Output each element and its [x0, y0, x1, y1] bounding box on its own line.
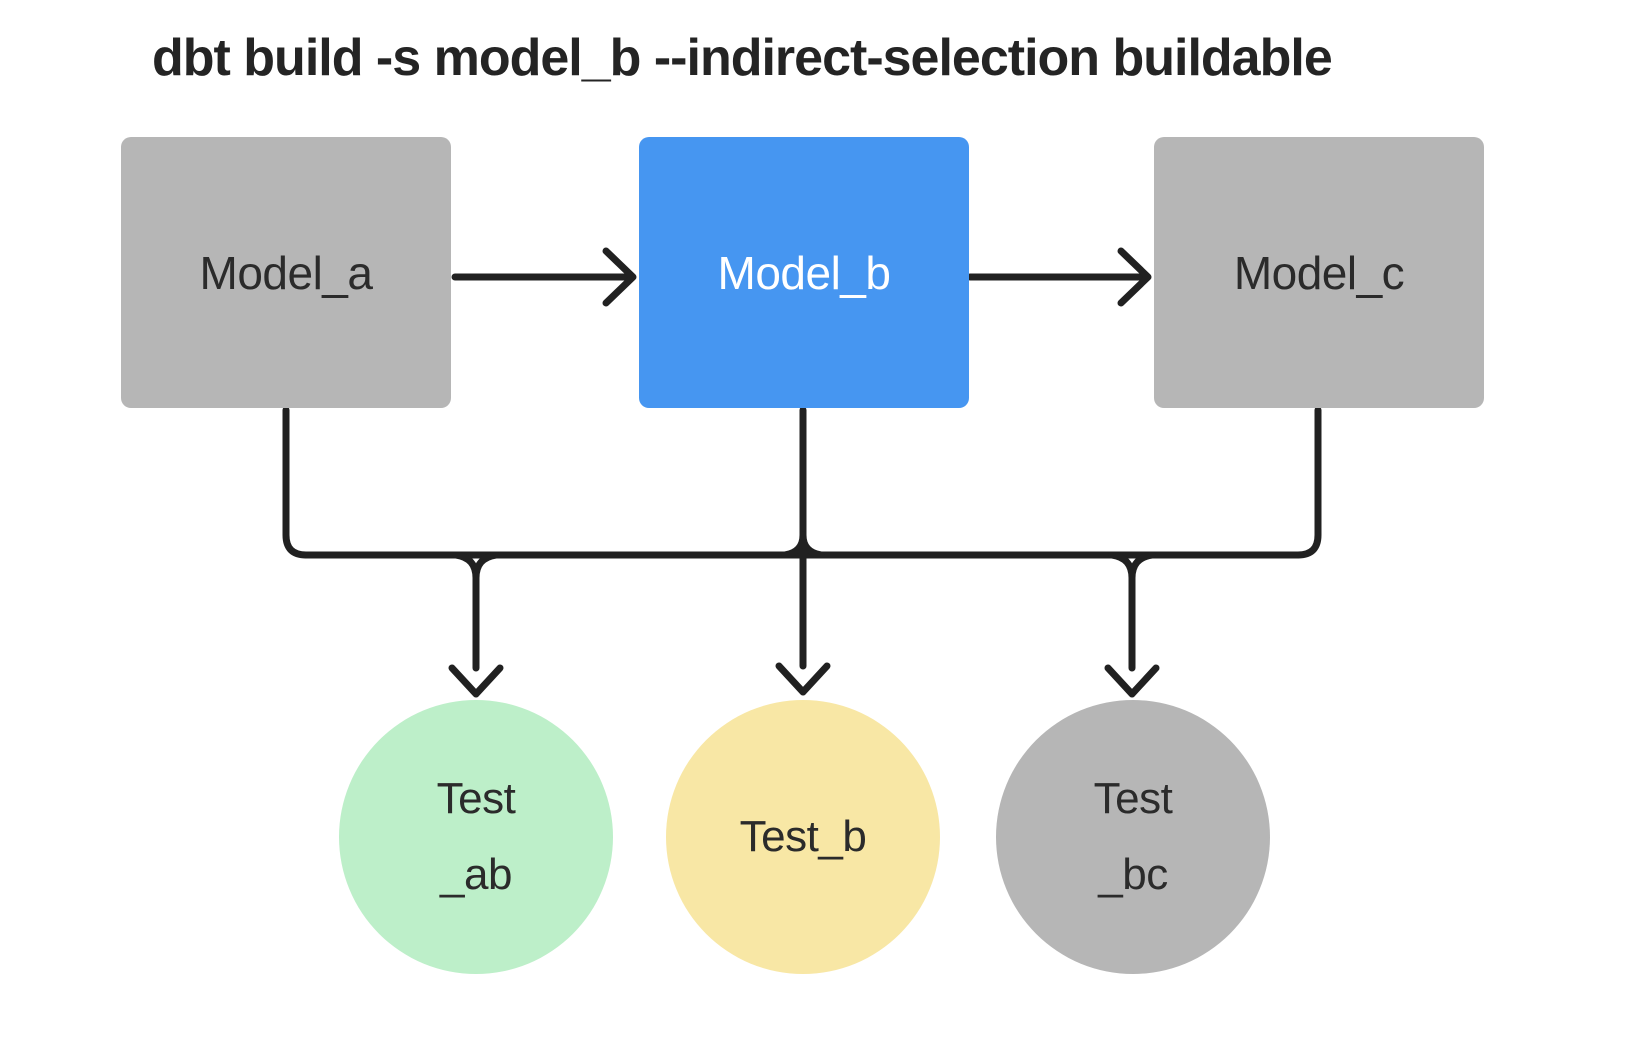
edge-model-b-to-model-c-arrowhead-icon: [1117, 247, 1152, 307]
edge-model-b-bus-fillets: [781, 531, 825, 559]
test-b-node: Test_b: [666, 700, 940, 974]
model-c-label: Model_c: [1233, 246, 1405, 299]
model-b-node: Model_b: [639, 137, 969, 408]
edge-bus-to-test-bc-line: [1108, 551, 1156, 672]
edge-bus-to-test-ab-line: [452, 551, 500, 672]
model-a-node: Model_a: [121, 137, 451, 408]
test-ab-node: Test _ab: [339, 700, 613, 974]
edge-bus-to-test-ab-arrowhead-icon: [448, 664, 504, 698]
test-bc-label-line1: Test: [1093, 774, 1173, 823]
model-a-label: Model_a: [199, 246, 373, 299]
edge-model-c-elbow: [1294, 406, 1322, 559]
edge-model-b-to-test-b-arrowhead-icon: [775, 662, 831, 696]
test-bc-label-line2: _bc: [1098, 850, 1168, 899]
model-b-label: Model_b: [717, 246, 891, 299]
test-ab-label-line1: Test: [436, 774, 516, 823]
test-b-label-line1: Test_b: [739, 812, 867, 861]
edge-model-a-to-model-b-arrowhead-icon: [602, 247, 637, 307]
test-ab-label-line2: _ab: [440, 850, 512, 899]
test-bc-node: Test _bc: [996, 700, 1270, 974]
edge-bus-to-test-bc-arrowhead-icon: [1104, 664, 1160, 698]
model-c-node: Model_c: [1154, 137, 1484, 408]
page-title: dbt build -s model_b --indirect-selectio…: [152, 29, 1333, 87]
edge-model-a-elbow: [282, 406, 310, 559]
